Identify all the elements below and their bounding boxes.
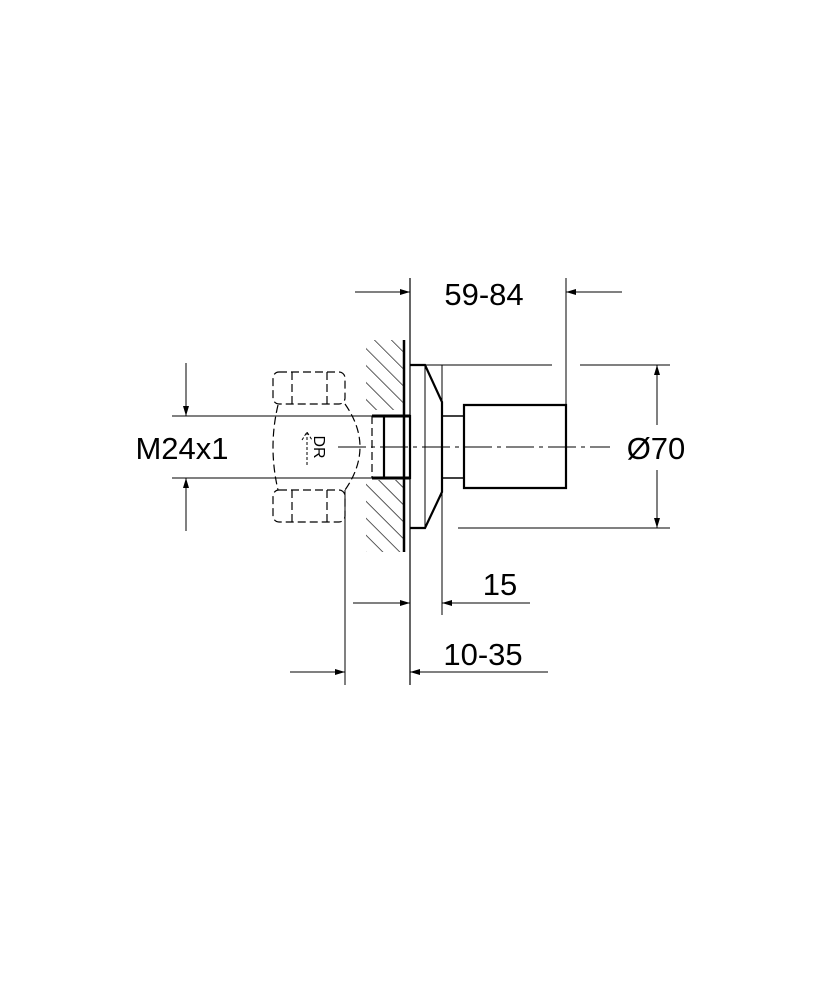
dimension-wall-depth-label: 10-35 [443, 637, 522, 672]
dimension-diameter [425, 364, 670, 529]
handle [441, 403, 568, 490]
body-marking-label: DR [310, 435, 327, 458]
dimension-overall-projection [355, 278, 622, 405]
flow-arrow-icon [301, 431, 313, 466]
dimension-diameter-label: Ø70 [627, 431, 686, 466]
wall-section [366, 340, 406, 552]
dimension-thread [172, 363, 384, 531]
dimension-thread-label: M24x1 [135, 431, 228, 466]
dimension-overall-projection-label: 59-84 [444, 277, 523, 312]
dimension-rosette-handle-label: 15 [483, 567, 517, 602]
dimension-wall-depth [290, 490, 548, 685]
wall-rosette [409, 278, 444, 685]
